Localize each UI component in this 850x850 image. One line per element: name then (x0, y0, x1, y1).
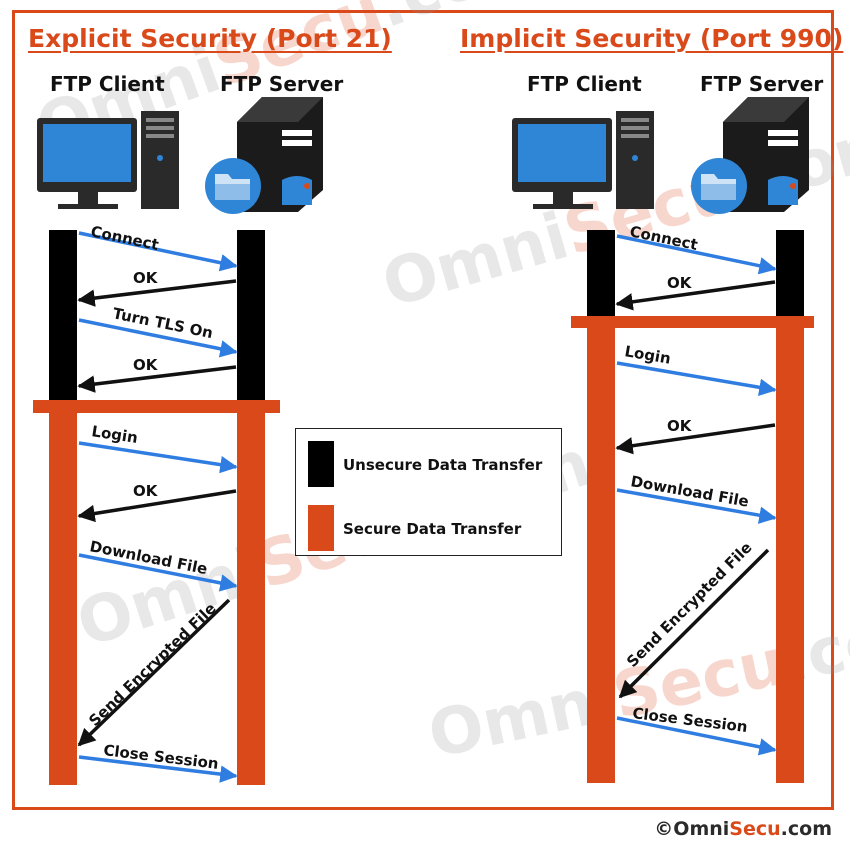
svg-text:Download File: Download File (629, 472, 750, 510)
diagram-frame (12, 10, 834, 810)
msg-login: Login (616, 342, 777, 396)
msg-ok: OK (615, 274, 776, 311)
msg-send-encrypted-file: Send Encrypted File (77, 598, 231, 747)
desktop-computer-icon (512, 111, 654, 209)
right-tls-boundary (571, 316, 814, 328)
svg-text:OK: OK (133, 269, 159, 287)
msg-connect: Connect (78, 222, 238, 272)
left-ftp-server-label: FTP Server (220, 72, 344, 96)
msg-ok: OK (77, 482, 237, 523)
right-client-secure-lifeline (587, 326, 615, 783)
svg-text:Connect: Connect (89, 222, 160, 254)
explicit-security-title: Explicit Security (Port 21) (28, 24, 392, 53)
left-ftp-client-label: FTP Client (50, 72, 165, 96)
svg-text:Send Encrypted File: Send Encrypted File (623, 538, 755, 670)
svg-text:OK: OK (133, 482, 159, 500)
msg-download-file: Download File (78, 537, 238, 592)
right-ftp-client-label: FTP Client (527, 72, 642, 96)
right-server-unsecure-lifeline (776, 230, 804, 320)
desktop-computer-icon (37, 111, 179, 209)
legend: Unsecure Data Transfer Secure Data Trans… (295, 428, 562, 556)
msg-turn-tls-on: Turn TLS On (78, 304, 238, 358)
secure-swatch (308, 505, 334, 551)
svg-text:Connect: Connect (628, 222, 699, 254)
msg-connect: Connect (616, 222, 777, 275)
svg-text:Download File: Download File (88, 537, 209, 578)
right-server-secure-lifeline (776, 326, 804, 783)
svg-text:OK: OK (667, 417, 693, 435)
svg-text:Login: Login (90, 422, 139, 447)
msg-send-encrypted-file: Send Encrypted File (618, 538, 770, 699)
svg-text:Send Encrypted File: Send Encrypted File (85, 599, 219, 730)
secure-legend-label: Secure Data Transfer (343, 520, 522, 538)
svg-text:OK: OK (667, 274, 693, 292)
folder-badge-icon (691, 158, 747, 214)
left-tls-boundary (33, 400, 280, 413)
msg-close-session: Close Session (78, 741, 238, 783)
left-server-unsecure-lifeline (237, 230, 265, 402)
folder-badge-icon (205, 158, 261, 214)
unsecure-legend-label: Unsecure Data Transfer (343, 456, 543, 474)
msg-ok: OK (77, 269, 237, 307)
msg-ok: OK (615, 417, 776, 455)
implicit-security-title: Implicit Security (Port 990) (460, 24, 844, 53)
msg-close-session: Close Session (616, 704, 777, 756)
msg-download-file: Download File (616, 472, 777, 524)
copyright: ©OmniSecu.com (654, 818, 832, 840)
left-client-unsecure-lifeline (49, 230, 77, 402)
right-ftp-server-label: FTP Server (700, 72, 824, 96)
right-client-unsecure-lifeline (587, 230, 615, 320)
msg-ok: OK (77, 356, 237, 393)
svg-text:OK: OK (133, 356, 159, 374)
msg-login: Login (78, 422, 238, 474)
left-client-secure-lifeline (49, 410, 77, 785)
left-server-secure-lifeline (237, 410, 265, 785)
unsecure-swatch (308, 441, 334, 487)
